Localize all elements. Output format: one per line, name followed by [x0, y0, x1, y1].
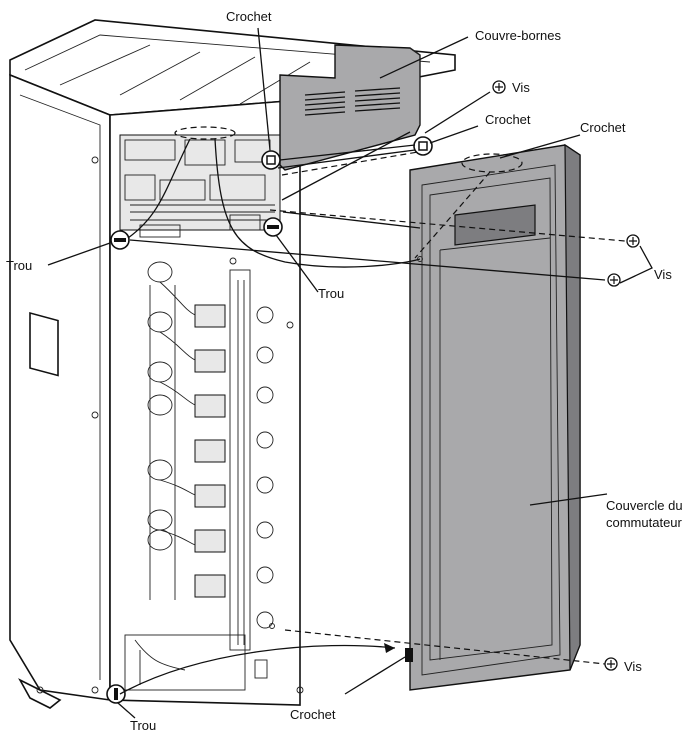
leader-lines — [47, 27, 653, 719]
hook-area-body — [174, 126, 236, 140]
label-couvercle-line2: commutateur — [606, 515, 683, 530]
label-trou-bottom: Trou — [130, 718, 156, 733]
hole-marker-left — [110, 230, 130, 250]
label-crochet-bottom: Crochet — [290, 707, 336, 722]
screw-icon-right-1 — [626, 234, 640, 248]
hook-area-cover — [461, 153, 523, 173]
label-couvre-bornes: Couvre-bornes — [475, 28, 561, 43]
screw-icon-bottom — [604, 657, 618, 671]
switch-box-cover — [405, 143, 581, 691]
label-couvercle-line1: Couvercle du — [606, 498, 683, 513]
label-trou-mid: Trou — [318, 286, 344, 301]
screw-icon-top — [492, 80, 506, 94]
label-crochet-top: Crochet — [226, 9, 272, 24]
label-vis-top: Vis — [512, 80, 530, 95]
hole-marker-bottom — [106, 684, 126, 704]
electrical-box — [119, 134, 281, 265]
screw-icon-right-2 — [607, 273, 621, 287]
label-crochet-right: Crochet — [580, 120, 626, 135]
refrigerant-pipes — [124, 261, 275, 691]
label-vis-bottom: Vis — [624, 659, 642, 674]
label-vis-right: Vis — [654, 267, 672, 282]
label-crochet-mid: Crochet — [485, 112, 531, 127]
hook-marker-body — [261, 150, 281, 170]
hole-marker-mid — [263, 217, 283, 237]
label-trou-left: Trou — [6, 258, 32, 273]
hook-marker-cover — [413, 136, 433, 156]
